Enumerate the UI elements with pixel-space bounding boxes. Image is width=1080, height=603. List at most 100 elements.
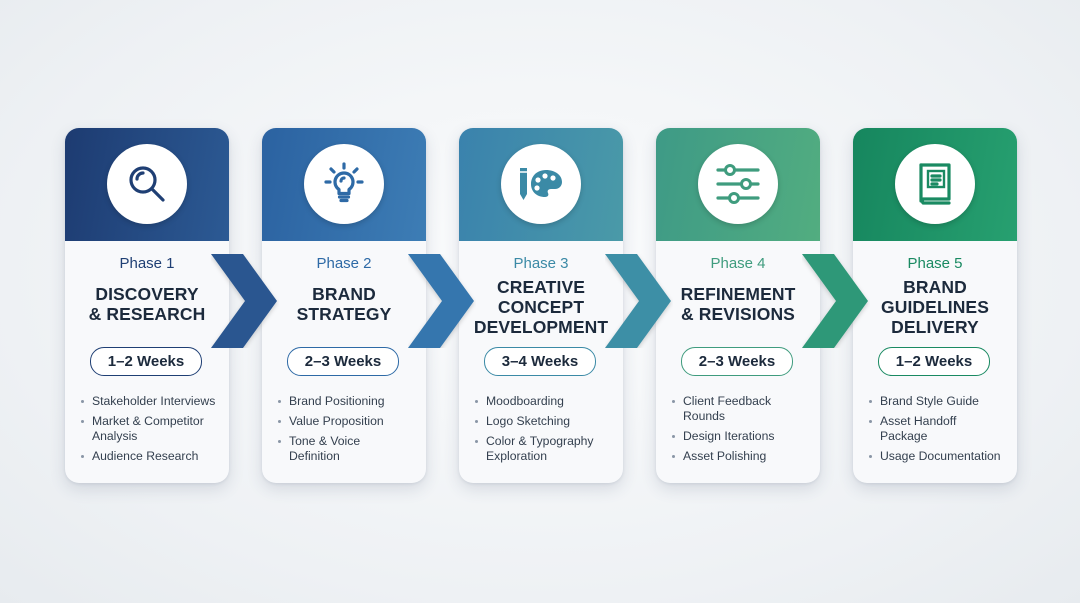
deliverable-text: Client Feedback xyxy=(683,394,772,408)
deliverable-text: Exploration xyxy=(486,448,547,463)
deliverable-text: Package xyxy=(880,428,928,443)
duration-badge: 2–3 Weeks xyxy=(681,347,793,376)
deliverable-item: Value Proposition xyxy=(278,414,418,429)
phase-title-line: REFINEMENT xyxy=(680,284,796,304)
deliverable-text: Color & Typography xyxy=(486,434,594,448)
deliverable-text: Logo Sketching xyxy=(486,414,571,428)
deliverable-text: Design Iterations xyxy=(683,428,775,443)
bullet-dot xyxy=(475,440,478,443)
duration-badge: 1–2 Weeks xyxy=(90,347,202,376)
phase-label: Phase 5 xyxy=(907,255,963,272)
chevron-arrow-icon xyxy=(802,254,870,348)
deliverable-item: Design Iterations xyxy=(672,429,812,444)
icon-circle xyxy=(895,144,975,224)
bullet-dot xyxy=(81,454,84,458)
duration-badge: 1–2 Weeks xyxy=(878,347,990,376)
phase-label: Phase 4 xyxy=(710,255,766,272)
bullet-dot xyxy=(869,420,872,423)
bullet-dot xyxy=(278,400,281,403)
deliverable-item: Brand Style Guide xyxy=(869,394,1009,409)
bullet-dot xyxy=(81,420,84,423)
chevron-arrow-icon xyxy=(605,254,673,348)
phase-title-line: CONCEPT xyxy=(497,297,585,317)
deliverable-text: Usage Documentation xyxy=(880,448,1001,463)
deliverable-item: Brand Positioning xyxy=(278,394,418,409)
phase-card-header xyxy=(65,128,229,241)
bullet-dot xyxy=(672,434,675,438)
phase-title-line: GUIDELINES xyxy=(881,297,989,317)
phase-title-line: BRAND xyxy=(312,284,376,304)
deliverable-text: Market & Competitor xyxy=(92,414,204,428)
deliverable-item: Asset Polishing xyxy=(672,449,812,464)
deliverable-text: Value Proposition xyxy=(289,414,384,428)
deliverable-item: Usage Documentation xyxy=(869,449,1009,464)
phase-label: Phase 2 xyxy=(316,255,372,272)
phase-title-line: & REVISIONS xyxy=(681,304,795,324)
bullet-dot xyxy=(672,400,675,403)
deliverable-text: Stakeholder Interviews xyxy=(92,394,216,408)
phase-title: DISCOVERY& RESEARCH xyxy=(65,284,229,324)
deliverable-item: Logo Sketching xyxy=(475,414,615,429)
deliverable-item: Audience Research xyxy=(81,449,221,464)
bullet-dot xyxy=(672,454,675,458)
deliverable-text: Analysis xyxy=(92,428,138,443)
icon-circle xyxy=(304,144,384,224)
phase-title-line: DEVELOPMENT xyxy=(473,317,609,337)
deliverable-item: Moodboarding xyxy=(475,394,615,409)
deliverable-item: Stakeholder Interviews xyxy=(81,394,221,409)
icon-circle xyxy=(107,144,187,224)
phase-title: REFINEMENT& REVISIONS xyxy=(656,284,820,324)
duration-badge: 3–4 Weeks xyxy=(484,347,596,376)
bullet-dot xyxy=(278,440,281,443)
phase-label: Phase 1 xyxy=(119,255,175,272)
bullet-dot xyxy=(278,420,281,423)
deliverable-text: Audience Research xyxy=(92,448,199,463)
phase-card-header xyxy=(459,128,623,241)
bullet-dot xyxy=(869,400,872,403)
deliverable-text: Brand Style Guide xyxy=(880,394,979,408)
icon-circle xyxy=(501,144,581,224)
phase-card-header xyxy=(262,128,426,241)
phase-label: Phase 3 xyxy=(513,255,569,272)
deliverable-text: Definition xyxy=(289,448,340,463)
chevron-arrow-icon xyxy=(408,254,476,348)
bullet-dot xyxy=(869,454,872,458)
deliverable-text: Asset Handoff xyxy=(880,414,957,428)
phase-card-header xyxy=(853,128,1017,241)
phase-title-line: & RESEARCH xyxy=(88,304,206,324)
bullet-dot xyxy=(475,400,478,403)
phase-title-line: DISCOVERY xyxy=(95,284,199,304)
deliverable-text: Rounds xyxy=(683,408,726,423)
deliverable-text: Tone & Voice xyxy=(289,434,361,448)
phase-title-line: STRATEGY xyxy=(296,304,392,324)
phase-title-line: CREATIVE xyxy=(497,277,585,297)
bullet-dot xyxy=(475,420,478,423)
duration-badge: 2–3 Weeks xyxy=(287,347,399,376)
phase-card-header xyxy=(656,128,820,241)
phase-title-line: BRAND xyxy=(903,277,967,297)
chevron-arrow-icon xyxy=(211,254,279,348)
phase-title-line: DELIVERY xyxy=(891,317,979,337)
icon-circle xyxy=(698,144,778,224)
deliverable-text: Asset Polishing xyxy=(683,448,767,463)
deliverable-text: Brand Positioning xyxy=(289,394,385,408)
bullet-dot xyxy=(81,400,84,403)
